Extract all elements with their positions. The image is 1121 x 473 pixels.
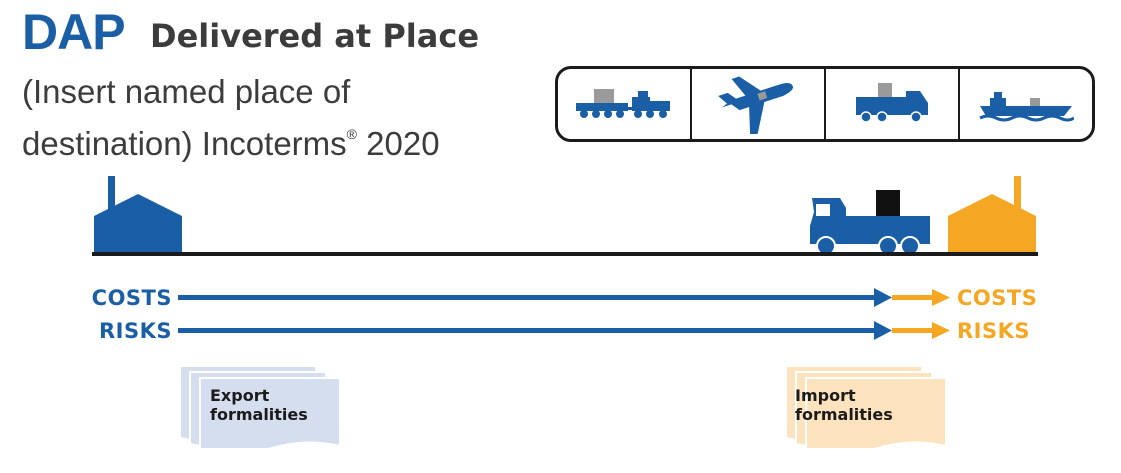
import-formalities-line-2: formalities bbox=[795, 405, 893, 424]
subtitle-line-2-text: destination) Incoterms bbox=[22, 125, 347, 162]
train-icon bbox=[576, 89, 670, 118]
costs-buyer-label: COSTS bbox=[957, 286, 1038, 310]
transport-mode-air bbox=[692, 69, 826, 139]
registered-mark: ® bbox=[346, 126, 357, 142]
transport-mode-road bbox=[826, 69, 960, 139]
flow-arrows bbox=[178, 288, 950, 340]
transport-modes-box bbox=[555, 66, 1095, 142]
transport-mode-sea bbox=[960, 69, 1092, 139]
ground-line bbox=[92, 252, 1038, 256]
risks-seller-label: RISKS bbox=[98, 319, 172, 343]
subtitle-year: 2020 bbox=[366, 125, 440, 162]
airplane-icon bbox=[718, 76, 794, 134]
import-documents-icon bbox=[785, 365, 947, 448]
costs-buyer-arrow bbox=[892, 289, 950, 306]
title-abbreviation: DAP bbox=[22, 4, 126, 60]
risks-seller-arrow bbox=[178, 321, 892, 340]
export-formalities-line-1: Export bbox=[210, 386, 270, 405]
seller-warehouse-icon bbox=[94, 176, 182, 254]
import-formalities-line-1: Import bbox=[795, 386, 856, 405]
subtitle-line-2: destination) Incoterms® 2020 bbox=[22, 114, 440, 164]
subtitle-line-1: (Insert named place of bbox=[22, 73, 351, 110]
ship-icon bbox=[979, 92, 1074, 122]
export-formalities-line-2: formalities bbox=[210, 405, 308, 424]
truck-icon bbox=[856, 83, 928, 123]
transport-mode-rail bbox=[558, 69, 692, 139]
export-documents-icon bbox=[179, 365, 341, 448]
costs-seller-label: COSTS bbox=[91, 286, 172, 310]
export-formalities-label: Export formalities bbox=[210, 386, 308, 424]
risks-buyer-label: RISKS bbox=[957, 319, 1031, 343]
title-full-name: Delivered at Place bbox=[150, 17, 480, 55]
buyer-warehouse-icon bbox=[948, 176, 1036, 254]
risks-buyer-arrow bbox=[892, 322, 950, 339]
import-formalities-label: Import formalities bbox=[795, 386, 893, 424]
delivery-truck-icon bbox=[810, 190, 930, 256]
costs-seller-arrow bbox=[178, 288, 892, 307]
